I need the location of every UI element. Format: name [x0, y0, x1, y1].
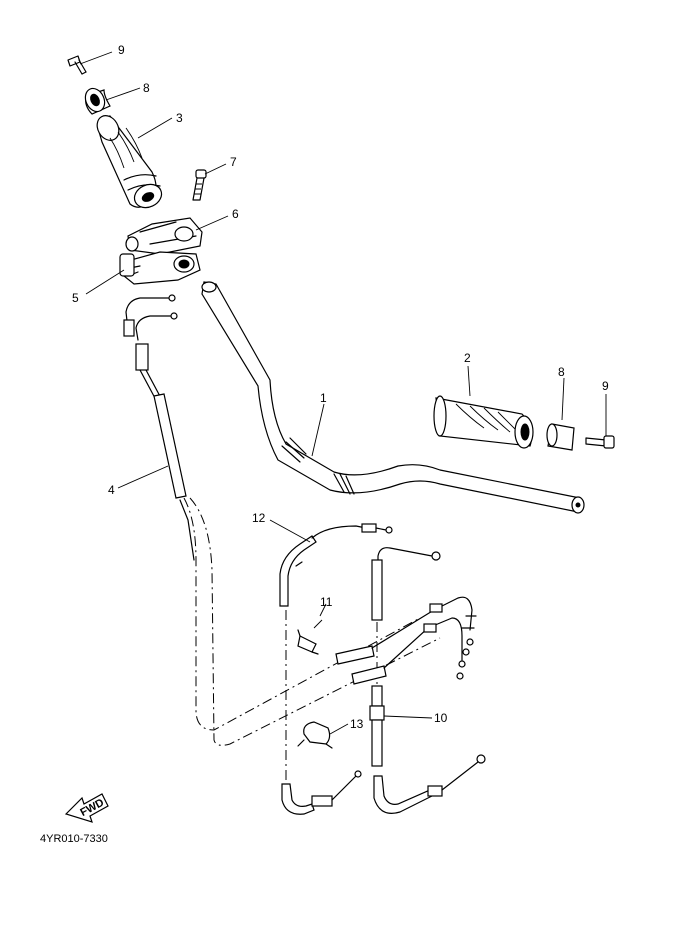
- throttle-cables-carb-icon: [335, 596, 477, 685]
- switch-housing-upper-icon: [125, 217, 203, 255]
- clutch-cable-icon: [279, 523, 393, 815]
- label-part-2: 2: [464, 351, 471, 365]
- label-part-5: 5: [72, 291, 79, 305]
- label-part-10: 10: [434, 711, 448, 725]
- label-part-3: 3: [176, 111, 183, 125]
- label-part-1: 1: [320, 391, 327, 405]
- label-part-8-top: 8: [143, 81, 150, 95]
- label-part-9-top: 9: [118, 43, 125, 57]
- drawing-code: 4YR010-7330: [40, 833, 108, 845]
- bar-end-weight-right-icon: [546, 423, 575, 451]
- label-part-6: 6: [232, 207, 239, 221]
- clip-icon: [297, 629, 319, 655]
- bolt-right-icon: [585, 435, 615, 449]
- switch-housing-lower-icon: [119, 251, 201, 285]
- bolt-top-icon: [67, 55, 87, 75]
- label-part-4: 4: [108, 483, 115, 497]
- choke-cable-icon: [369, 547, 486, 814]
- left-grip-icon: [433, 395, 534, 449]
- fwd-arrow-icon: FWD: [64, 793, 109, 823]
- label-part-12: 12: [252, 511, 266, 525]
- clamp-icon: [297, 721, 333, 749]
- bar-end-weight-top-icon: [84, 87, 111, 115]
- leader-lines: [79, 51, 607, 735]
- part-labels: 9 8 3 7 6 5 4 12 1 2 8 9 11 10 13: [72, 43, 609, 731]
- label-part-9-right: 9: [602, 379, 609, 393]
- throttle-cable-icon: [123, 294, 441, 746]
- handlebar-icon: [201, 281, 585, 514]
- label-part-7: 7: [230, 155, 237, 169]
- label-part-13: 13: [350, 717, 364, 731]
- throttle-grip-icon: [96, 115, 163, 209]
- label-part-11: 11: [320, 595, 333, 609]
- screw-icon: [192, 169, 207, 201]
- label-part-8-right: 8: [558, 365, 565, 379]
